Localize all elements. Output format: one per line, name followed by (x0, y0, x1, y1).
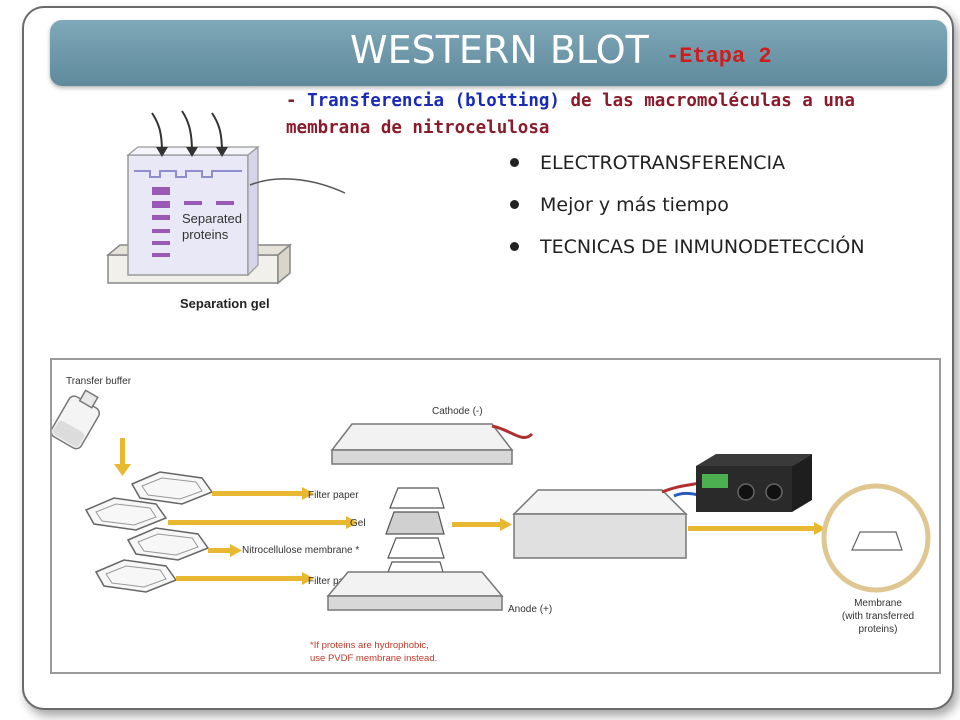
arrow-to-layer (212, 491, 304, 496)
arrowhead-icon (114, 464, 131, 476)
bullet-item: TECNICAS DE INMUNODETECCIÓN (510, 230, 865, 272)
sheet-filter-paper (389, 487, 445, 509)
description-rest-1: de las macromoléculas a una (559, 91, 855, 111)
anode-plate (326, 571, 504, 611)
soak-tray (94, 559, 178, 593)
arrowhead-icon (156, 147, 168, 157)
bullet-list: ELECTROTRANSFERENCIA Mejor y más tiempo … (510, 146, 865, 272)
soak-tray (130, 471, 214, 505)
description-rest-2: membrana de nitrocelulosa (286, 118, 550, 138)
title-bar (50, 20, 947, 86)
transfer-unit (512, 489, 688, 559)
arrow-to-layer (168, 520, 348, 525)
gel-plate-side (247, 145, 259, 277)
gel-band (184, 201, 202, 205)
result-label-1: Membrane (854, 598, 902, 609)
layer-label-membrane: Nitrocellulose membrane * (242, 545, 359, 556)
result-label-2: (with transferred (842, 611, 914, 622)
arrow-to-result (688, 526, 816, 531)
bullet-text: ELECTROTRANSFERENCIA (540, 152, 786, 174)
buffer-bottle-icon (52, 389, 100, 450)
bullet-dot-icon (510, 158, 519, 167)
arrowhead-icon (186, 147, 198, 157)
layer-label-filter-paper-2: Filter paper (308, 576, 359, 587)
cathode-plate (330, 423, 514, 465)
membrane-sheet-icon (851, 531, 903, 551)
gel-band (152, 229, 170, 233)
description-highlight: Transferencia (blotting) (307, 91, 560, 111)
cathode-label: Cathode (-) (432, 406, 483, 417)
gel-band (152, 187, 170, 195)
bullet-item: ELECTROTRANSFERENCIA (510, 146, 865, 188)
arrow-to-layer (176, 576, 304, 581)
transfer-buffer-label: Transfer buffer (66, 376, 132, 387)
description-text: - Transferencia (blotting) de las macrom… (286, 88, 934, 142)
slide-title: WESTERN BLOT (350, 28, 649, 72)
bullet-item: Mejor y más tiempo (510, 188, 865, 230)
arrowhead-icon (302, 487, 314, 500)
stage-label: -Etapa 2 (666, 44, 772, 69)
separation-gel-caption: Separation gel (180, 296, 270, 311)
gel-wells (134, 170, 242, 178)
soak-tray (84, 497, 168, 531)
gel-band (216, 201, 234, 205)
arrowhead-icon (814, 522, 826, 535)
bullet-dot-icon (510, 200, 519, 209)
arrowhead-icon (216, 147, 228, 157)
buffer-arrow (120, 438, 125, 466)
gel-label-2: proteins (182, 227, 229, 242)
gel-band (152, 215, 170, 220)
arrow-to-unit (452, 522, 502, 527)
sheet-gel (385, 511, 445, 535)
soak-tray (126, 527, 210, 561)
bullet-dot-icon (510, 242, 519, 251)
bullet-text: Mejor y más tiempo (540, 194, 729, 216)
arrowhead-icon (302, 572, 314, 585)
note-line-2: use PVDF membrane instead. (310, 653, 437, 664)
arrowhead-icon (500, 518, 512, 531)
cathode-wire (491, 424, 534, 440)
transfer-diagram-svg: Transfer buffer (52, 376, 931, 664)
gel-band (152, 201, 170, 208)
description-dash: - (286, 91, 308, 111)
gel-label-1: Separated (182, 211, 242, 226)
gel-pointer-line (249, 178, 346, 194)
separation-gel-figure: Separated proteins Separation gel (105, 110, 346, 311)
gel-band (152, 241, 170, 245)
note-line-1: *If proteins are hydrophobic, (310, 640, 429, 651)
power-supply-icon (696, 454, 812, 512)
gel-band (152, 253, 170, 257)
gel-tray-side (277, 243, 291, 285)
transfer-diagram: Transfer buffer (50, 358, 941, 674)
result-label-3: proteins) (859, 624, 898, 635)
layer-label-filter-paper: Filter paper (308, 490, 359, 501)
anode-label: Anode (+) (508, 604, 552, 615)
arrow-to-layer (208, 548, 232, 553)
arrowhead-icon (346, 516, 358, 529)
bullet-text: TECNICAS DE INMUNODETECCIÓN (540, 236, 865, 258)
arrowhead-icon (230, 544, 242, 557)
sheet-membrane (387, 537, 445, 559)
layer-label-gel: Gel (350, 518, 366, 529)
